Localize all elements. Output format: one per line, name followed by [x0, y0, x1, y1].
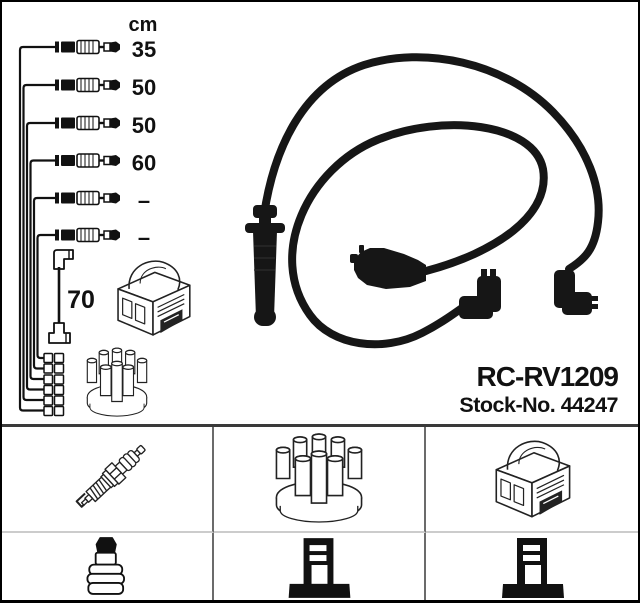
- applicability-table: [2, 424, 638, 600]
- cable-row: [53, 190, 122, 206]
- cable-row: [53, 39, 122, 55]
- coil-wire-length-label: 70: [67, 286, 95, 314]
- cable-length-label: 50: [132, 113, 156, 138]
- unit-label: cm: [129, 14, 158, 36]
- connector-stack: [43, 352, 65, 417]
- cable-length-label: –: [138, 188, 150, 213]
- cell-distributor-cap: [214, 427, 426, 533]
- product-photo: [245, 53, 603, 349]
- distributor-terminal-icon: [288, 538, 351, 598]
- distributor-terminal-icon: [501, 538, 564, 598]
- straight-boot: [245, 205, 285, 326]
- cable-length-label: 60: [132, 151, 156, 176]
- elbow-boot-2: [554, 270, 598, 315]
- cell-distributor-terminal-1: [214, 533, 426, 600]
- cable-row: [53, 115, 122, 131]
- cable-length-label: 35: [132, 37, 156, 62]
- ignition-coil-icon: [494, 440, 570, 518]
- cell-plug-terminal: [2, 533, 214, 600]
- cable-row: [53, 227, 122, 243]
- cable-row: [53, 77, 122, 93]
- cable-length-label: 50: [132, 75, 156, 100]
- distributor-cap-icon: [275, 433, 363, 523]
- part-number: RC-RV1209: [476, 361, 619, 392]
- stock-number: Stock-No. 44247: [459, 393, 618, 418]
- plug-terminal-icon: [86, 537, 125, 595]
- cable-length-label: –: [138, 225, 150, 250]
- cell-ignition-coil: [426, 427, 638, 533]
- ignition-kit-diagram: cm 35 50 50 60 –: [18, 14, 603, 417]
- elbow-boot-1: [459, 269, 501, 319]
- straight-terminal: [350, 245, 426, 289]
- ignition-coil-icon: [117, 260, 191, 336]
- cell-spark-plug: [2, 427, 214, 533]
- coil-wire: 70: [48, 249, 95, 344]
- part-identification: RC-RV1209 Stock-No. 44247: [459, 361, 619, 418]
- cable-row: [53, 152, 122, 169]
- distributor-cap-icon: [86, 347, 148, 417]
- cable-layout-diagram: cm 35 50 50 60 –: [18, 14, 191, 417]
- spark-plug-icon: [75, 445, 146, 508]
- cell-distributor-terminal-2: [426, 533, 638, 600]
